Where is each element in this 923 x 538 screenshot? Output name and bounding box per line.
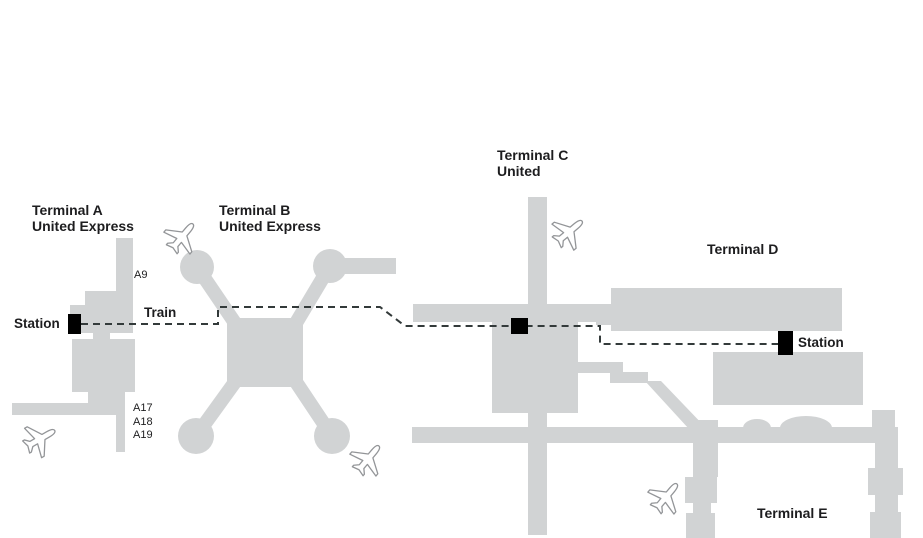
station-east-label: Station [798, 335, 844, 350]
airplane-icon [16, 415, 64, 463]
terminal-a-south-block [88, 392, 125, 415]
terminal-b-label-line1: Terminal B [219, 202, 291, 218]
terminal-c-east-arm [578, 362, 623, 373]
station-marker-terminal-d [778, 331, 793, 355]
terminal-c-core [492, 317, 578, 413]
airplane-icon [642, 472, 691, 521]
terminal-b-satellite-southwest [178, 418, 214, 454]
terminal-c-shape [412, 197, 707, 535]
terminal-b-satellite-northeast [313, 249, 347, 283]
terminal-e-east-pier-top [872, 410, 895, 432]
terminal-b-east-arm [345, 258, 396, 274]
terminal-c-lower-band [412, 427, 680, 443]
terminal-a-waist [93, 333, 110, 340]
gate-label-a17: A17 [133, 402, 153, 414]
terminal-c-east-step [610, 372, 648, 383]
gate-label-group-a17-a19: A17 A18 A19 [133, 402, 153, 443]
gate-label-a9: A9 [134, 269, 148, 281]
terminal-c-label-line2: United [497, 162, 541, 179]
terminal-c-label: Terminal C United [497, 147, 569, 179]
station-marker-terminal-a [68, 314, 81, 334]
terminal-b-shape [178, 249, 396, 454]
terminal-a-label-line1: Terminal A [32, 202, 103, 218]
terminal-c-label-line1: Terminal C [497, 147, 569, 163]
terminal-a-west-arm [12, 403, 88, 415]
train-route-dashed-line [81, 306, 778, 345]
airplane-icon [545, 207, 594, 256]
terminal-e-east-pier-lower [870, 512, 901, 538]
gate-label-a18: A18 [133, 415, 153, 428]
terminal-e-bar-bump-west [743, 419, 771, 437]
terminal-a-main-block [72, 339, 135, 392]
terminal-e-bar-bump-east [780, 416, 832, 440]
terminal-e-east-pier-mid [868, 468, 903, 495]
terminal-a-shape [12, 238, 135, 452]
terminal-a-label-line2: United Express [32, 217, 134, 234]
terminal-e-west-pier-mid [685, 477, 717, 503]
terminal-d-south-block [713, 352, 863, 405]
terminal-e-east-pier-neck [875, 495, 898, 512]
terminal-d-shape [596, 288, 863, 405]
terminal-b-label: Terminal B United Express [219, 202, 321, 234]
terminal-e-shape [680, 410, 903, 538]
terminal-e-west-pier-lower [686, 513, 715, 538]
station-west-label: Station [14, 316, 60, 331]
terminal-b-label-line2: United Express [219, 217, 321, 234]
terminal-b-core [227, 318, 303, 387]
terminal-d-label: Terminal D [707, 241, 779, 257]
terminal-b-satellite-southeast [314, 418, 350, 454]
terminal-a-step [85, 291, 116, 306]
terminal-a-label: Terminal A United Express [32, 202, 134, 234]
terminal-e-east-pier-upper [875, 443, 898, 468]
gate-label-a19: A19 [133, 429, 153, 441]
terminal-b-satellite-northwest [180, 250, 214, 284]
train-label: Train [144, 305, 177, 320]
terminal-e-label: Terminal E [757, 505, 828, 521]
terminal-d-main-block [611, 288, 842, 331]
terminal-e-west-pier-upper [693, 420, 718, 477]
airplane-icon [344, 434, 393, 483]
terminal-c-diagonal-connector [645, 381, 707, 429]
terminal-a-south-stub [116, 415, 125, 452]
station-marker-terminal-c [511, 318, 528, 334]
terminal-e-west-pier-neck [693, 503, 711, 513]
terminal-d-west-tab [596, 305, 612, 325]
